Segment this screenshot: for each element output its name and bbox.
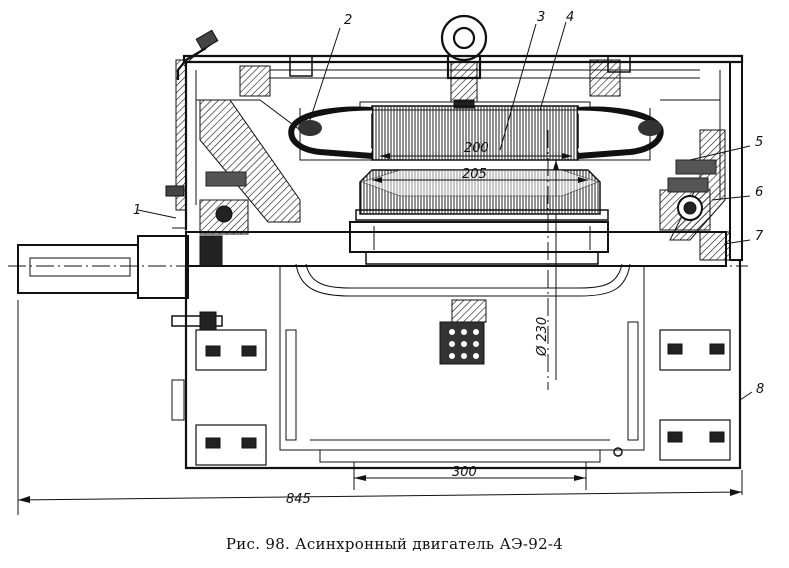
- stator-core: [288, 101, 664, 161]
- dimension-845: 845: [286, 492, 311, 507]
- figure-caption: Рис. 98. Асинхронный двигатель АЭ-92-4: [225, 535, 564, 553]
- leader-lines: [137, 21, 753, 401]
- rotor-core: [349, 169, 609, 265]
- callout-5: 5: [755, 135, 763, 150]
- base-frame: [171, 260, 742, 470]
- callout-3: 3: [537, 10, 545, 25]
- centerlines: [8, 130, 748, 390]
- callout-8: 8: [756, 382, 764, 397]
- dimension-205: 205: [462, 167, 487, 182]
- dimension-300: 300: [452, 465, 477, 480]
- dimension-200: 200: [464, 141, 489, 156]
- dimension-lines: [17, 153, 743, 515]
- callout-7: 7: [755, 229, 764, 244]
- dimension-diameter-230: Ø 230: [535, 317, 550, 357]
- callout-2: 2: [344, 13, 352, 28]
- callout-1: 1: [133, 203, 141, 218]
- callout-6: 6: [755, 185, 763, 200]
- callout-4: 4: [566, 10, 574, 25]
